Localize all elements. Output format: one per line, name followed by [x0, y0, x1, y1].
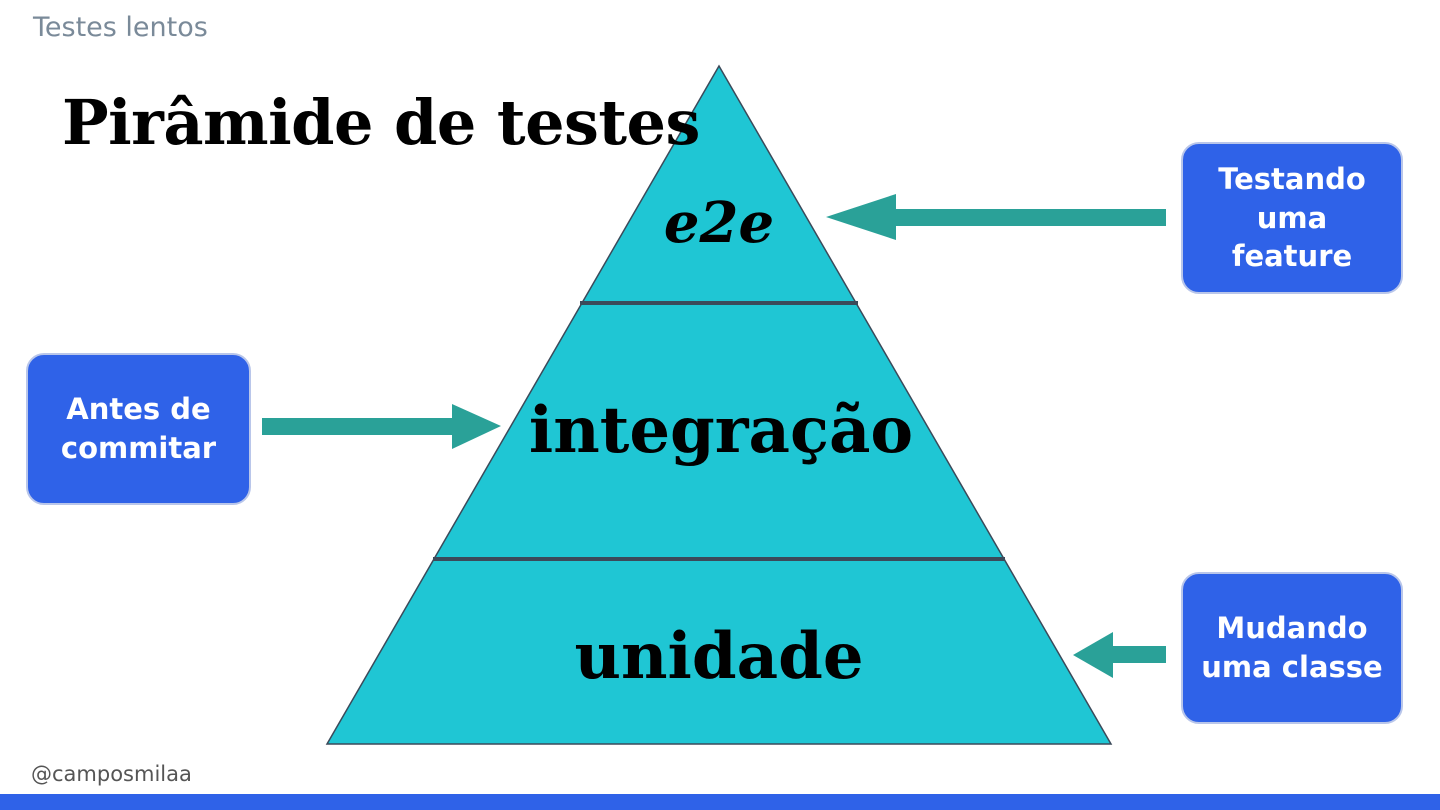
- pyramid-level-unidade: unidade: [574, 619, 863, 694]
- pyramid-level-integracao: integração: [529, 393, 913, 468]
- arrow-commit-icon: [262, 404, 501, 449]
- pyramid-shape: [325, 64, 1113, 745]
- callout-mudando-classe: Mudando uma classe: [1181, 572, 1403, 724]
- arrow-classe-icon: [1073, 632, 1166, 678]
- section-label: Testes lentos: [33, 12, 208, 43]
- callout-testando-feature: Testando uma feature: [1181, 142, 1403, 294]
- callout-antes-commitar: Antes de commitar: [26, 353, 251, 505]
- slide-title: Pirâmide de testes: [62, 86, 700, 159]
- bottom-accent-bar: [0, 794, 1440, 810]
- author-handle: @camposmilaa: [31, 762, 192, 786]
- pyramid-level-e2e: e2e: [664, 190, 774, 256]
- arrow-feature-icon: [826, 194, 1166, 240]
